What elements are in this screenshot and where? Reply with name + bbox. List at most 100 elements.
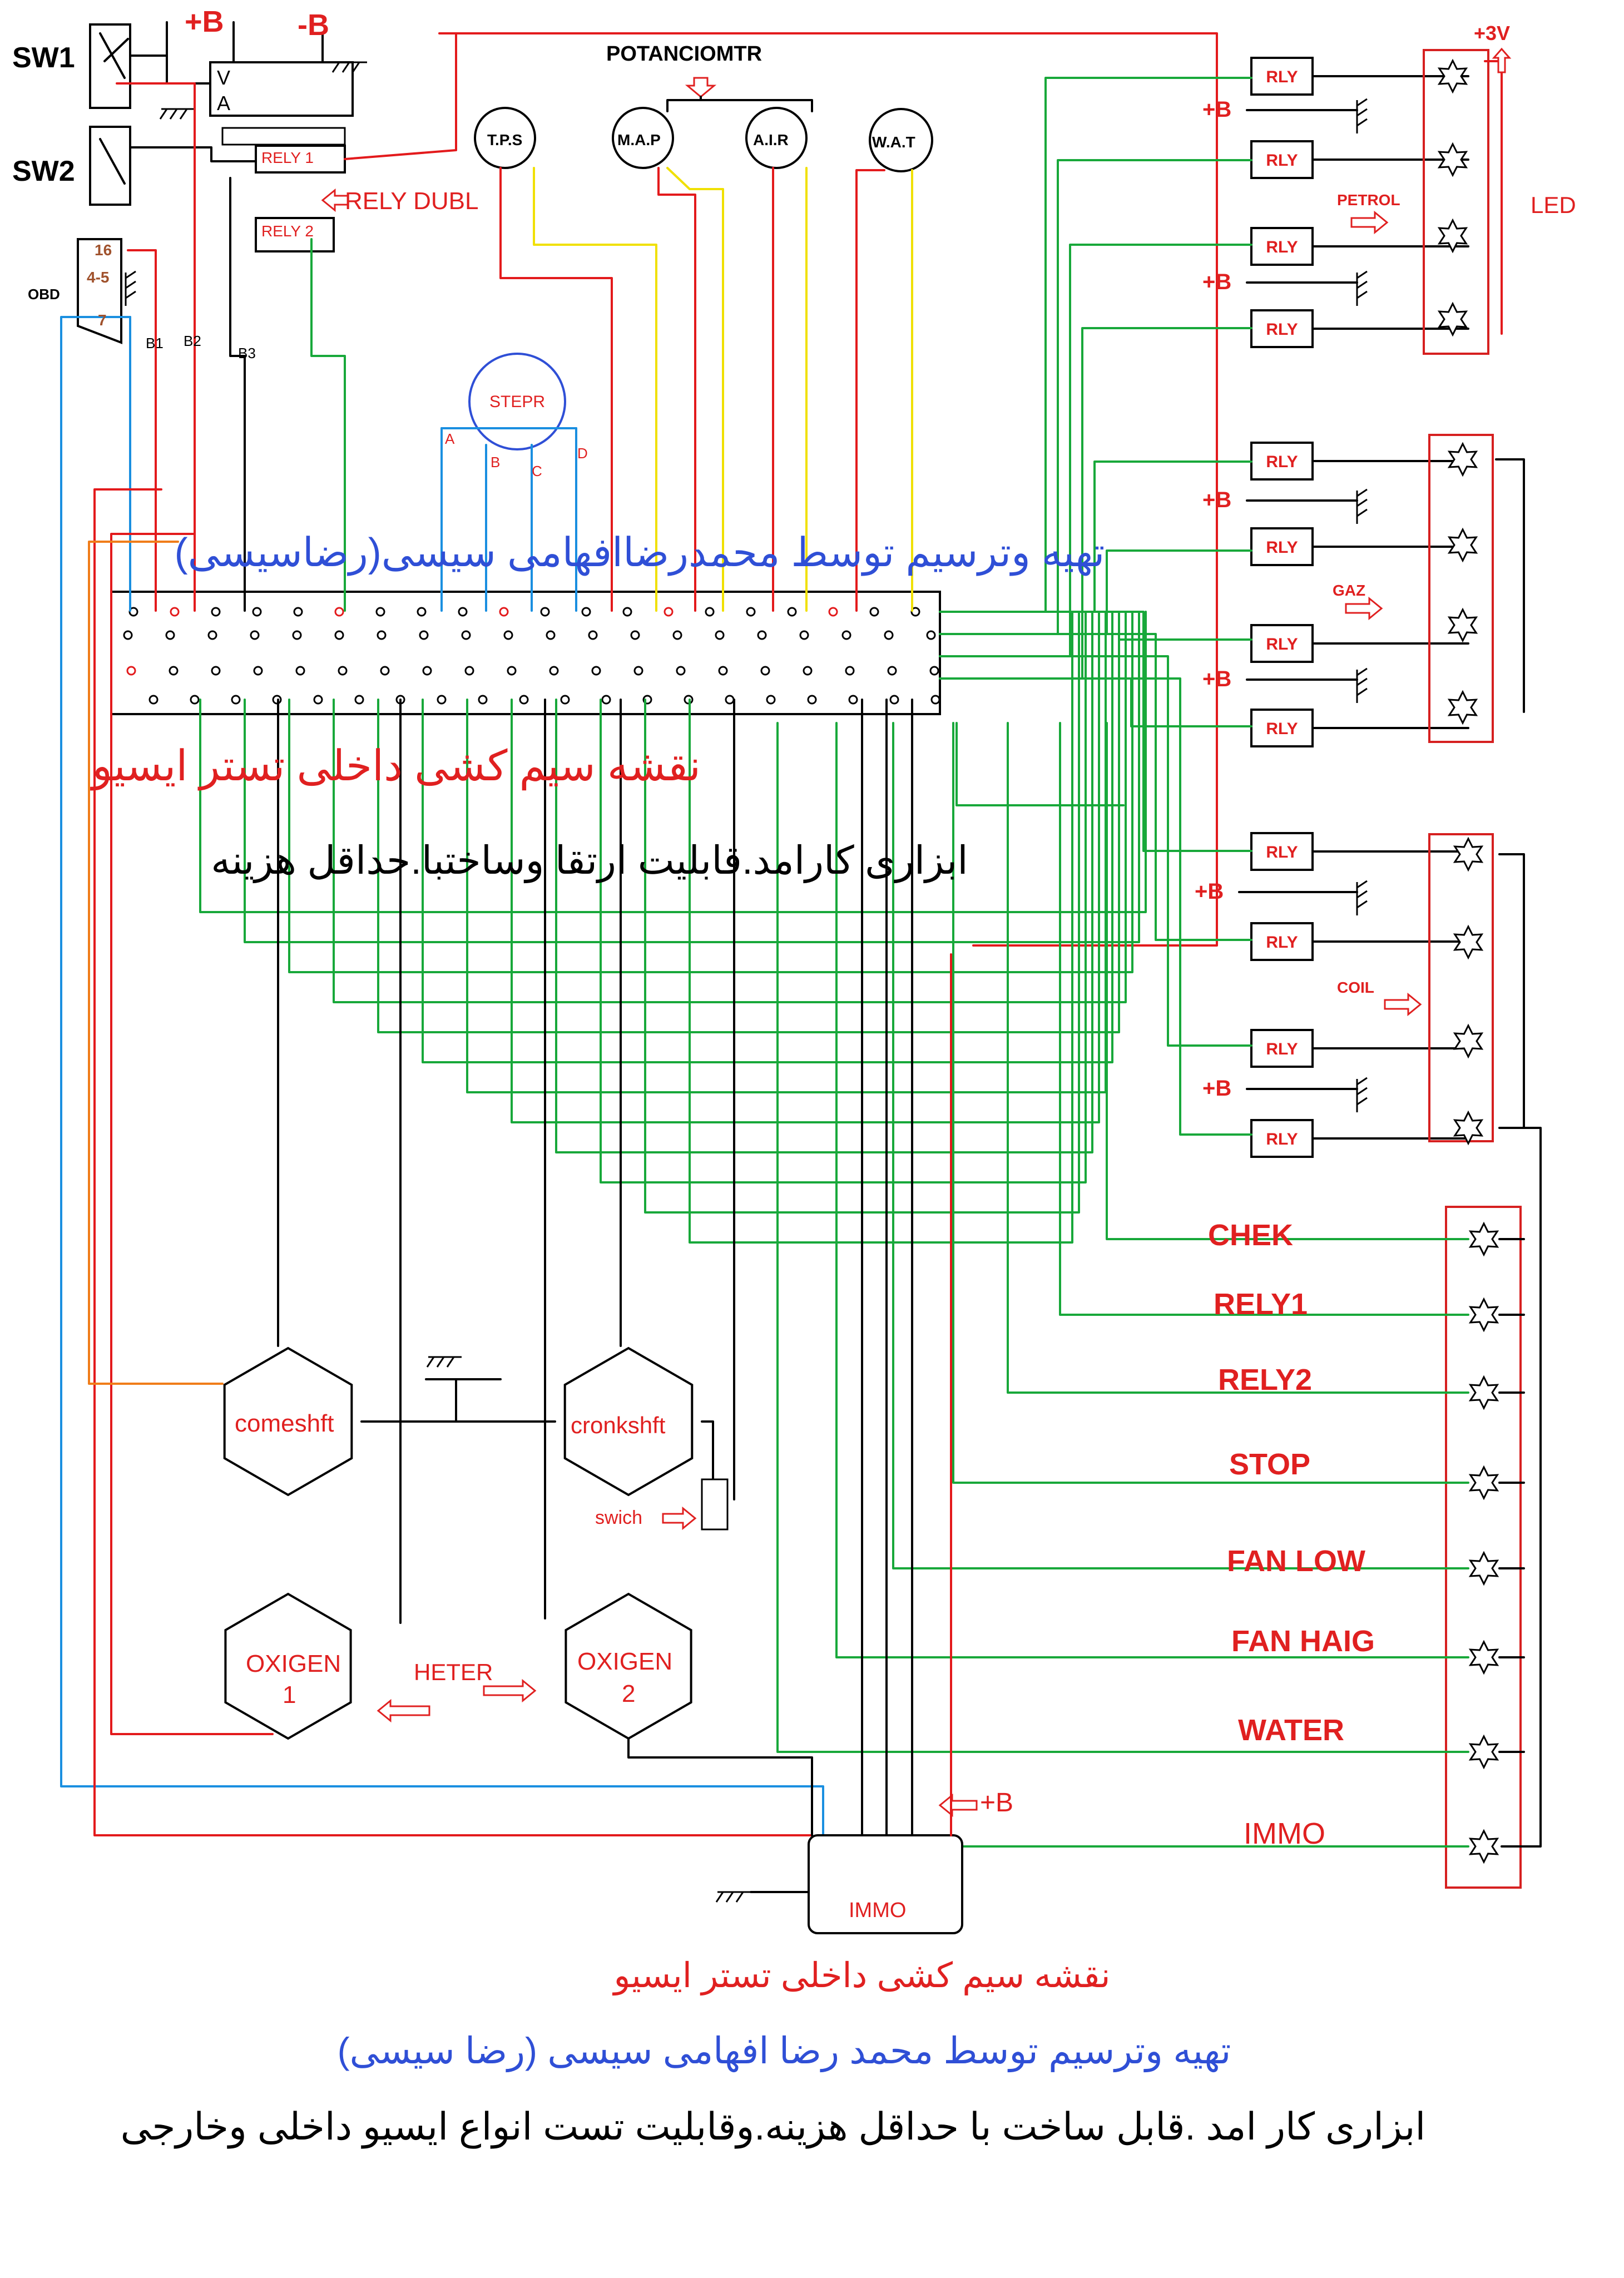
wire bbox=[344, 32, 457, 160]
voltmeter-v-label: V bbox=[217, 66, 231, 89]
oxygen2-label-line2: 2 bbox=[622, 1680, 636, 1707]
rly-label: RLY bbox=[1266, 1040, 1298, 1058]
wire-red-oxy bbox=[110, 533, 274, 1735]
rly-relay-box bbox=[1250, 1119, 1314, 1158]
ecu-pin bbox=[930, 695, 940, 705]
obd-pin-16: 16 bbox=[95, 241, 112, 259]
ecu-pin bbox=[334, 630, 344, 640]
wire-tps bbox=[499, 167, 613, 612]
title-mid: نقشه سیم کشی داخلی تستر ایسیو bbox=[92, 742, 701, 790]
plus-3v-label: +3V bbox=[1474, 22, 1511, 44]
wat-label: W.A.T bbox=[872, 133, 915, 151]
gaz-arrow-icon bbox=[1345, 596, 1383, 621]
heater-arrow-right-icon bbox=[483, 1678, 537, 1703]
rly-relay-box bbox=[1250, 1029, 1314, 1068]
oxygen-sensor-1 bbox=[224, 1592, 352, 1740]
wire-green-indicator bbox=[1007, 722, 1469, 1394]
ecu-pin bbox=[338, 666, 348, 676]
rly-label: RLY bbox=[1266, 320, 1298, 339]
led-group-coil bbox=[1428, 833, 1494, 1142]
rely2-label: RELY 2 bbox=[261, 222, 314, 240]
wire-map bbox=[657, 167, 696, 612]
ecu-pin bbox=[910, 607, 920, 617]
led-group-indicators bbox=[1445, 1206, 1522, 1889]
plus-3v-arrow-icon bbox=[1492, 47, 1512, 73]
wire-green-indicator bbox=[1059, 722, 1469, 1316]
ecu-pin bbox=[148, 695, 159, 705]
ecu-pin bbox=[190, 695, 200, 705]
ecu-pin bbox=[295, 666, 305, 676]
ecu-pin bbox=[705, 607, 715, 617]
wire-green-loop bbox=[555, 611, 1093, 1153]
led-star-icon bbox=[1437, 301, 1468, 337]
rly-relay-box bbox=[1250, 922, 1314, 961]
ecu-pin bbox=[591, 666, 601, 676]
ecu-pin bbox=[207, 630, 217, 640]
wire-green-relay bbox=[939, 655, 1252, 1047]
wire bbox=[129, 55, 211, 85]
rly-label: RLY bbox=[1266, 1130, 1298, 1148]
ecu-pin bbox=[123, 630, 133, 640]
relay-plus-b-label: +B bbox=[1195, 879, 1224, 904]
indicator-label-fan-haig: FAN HAIG bbox=[1231, 1625, 1375, 1658]
rly-label: RLY bbox=[1266, 538, 1298, 557]
credit-top: تهیه وترسیم توسط محمدرضاافهامی سیسی(رضاس… bbox=[174, 531, 1105, 575]
ground-icon bbox=[125, 270, 136, 306]
wire-map-y bbox=[666, 167, 724, 612]
wire-green-loop bbox=[422, 611, 1113, 1063]
ecu-pin bbox=[380, 666, 390, 676]
wire-green-loop bbox=[600, 611, 1087, 1183]
sw1-contact bbox=[103, 38, 129, 62]
indicator-label-rely2: RELY2 bbox=[1218, 1363, 1313, 1396]
ecu-pin bbox=[503, 630, 513, 640]
wire bbox=[1498, 1127, 1542, 1848]
ecu-pin bbox=[211, 607, 221, 617]
sw1-contact bbox=[99, 32, 126, 79]
ecu-pin bbox=[437, 695, 447, 705]
indicator-label-fan-low: FAN LOW bbox=[1227, 1544, 1365, 1578]
immo-plus-b-arrow-icon bbox=[938, 1793, 978, 1818]
relay-bracket bbox=[221, 127, 346, 146]
wire bbox=[955, 722, 1125, 806]
wire-green-relay bbox=[939, 638, 1252, 657]
ecu-pin bbox=[293, 607, 303, 617]
obd-label: OBD bbox=[28, 286, 60, 303]
ground-icon bbox=[1356, 1077, 1368, 1112]
led-star-icon bbox=[1453, 836, 1484, 872]
ecu-pin bbox=[884, 630, 894, 640]
ecu-pin bbox=[715, 630, 725, 640]
ecu-pin bbox=[766, 695, 776, 705]
obd-pin-7: 7 bbox=[98, 311, 107, 329]
rely2-box bbox=[255, 217, 335, 252]
sw1-switch bbox=[89, 23, 131, 109]
rly-label: RLY bbox=[1266, 453, 1298, 471]
ground-icon bbox=[159, 108, 195, 120]
ecu-pin bbox=[560, 695, 570, 705]
immo-box-label: IMMO bbox=[849, 1899, 907, 1922]
led-star-icon bbox=[1447, 690, 1478, 725]
ecu-pin bbox=[313, 695, 323, 705]
ecu-pin bbox=[292, 630, 302, 640]
ecu-pin bbox=[507, 666, 517, 676]
wire-wat bbox=[855, 169, 885, 612]
led-star-icon bbox=[1468, 1829, 1499, 1864]
sw2-label: SW2 bbox=[12, 155, 75, 187]
ecu-pin bbox=[787, 607, 797, 617]
ecu-pin bbox=[630, 630, 640, 640]
gaz-label: GAZ bbox=[1333, 582, 1366, 599]
wire bbox=[1498, 853, 1525, 1129]
heater-arrow-left-icon bbox=[377, 1698, 430, 1723]
ecu-pin bbox=[746, 607, 756, 617]
rly-relay-box bbox=[1250, 709, 1314, 747]
rly-relay-box bbox=[1250, 309, 1314, 348]
ecu-pin bbox=[887, 666, 897, 676]
crankshaft-sensor bbox=[563, 1346, 694, 1497]
ecu-pin bbox=[354, 695, 364, 705]
ecu-pin bbox=[581, 607, 591, 617]
petrol-label: PETROL bbox=[1337, 191, 1400, 209]
ecu-pin bbox=[478, 695, 488, 705]
relay-plus-b-label: +B bbox=[1202, 97, 1231, 122]
led-star-icon bbox=[1468, 1640, 1499, 1675]
wire-green-relay bbox=[939, 677, 1252, 1136]
ecu-pin bbox=[231, 695, 241, 705]
